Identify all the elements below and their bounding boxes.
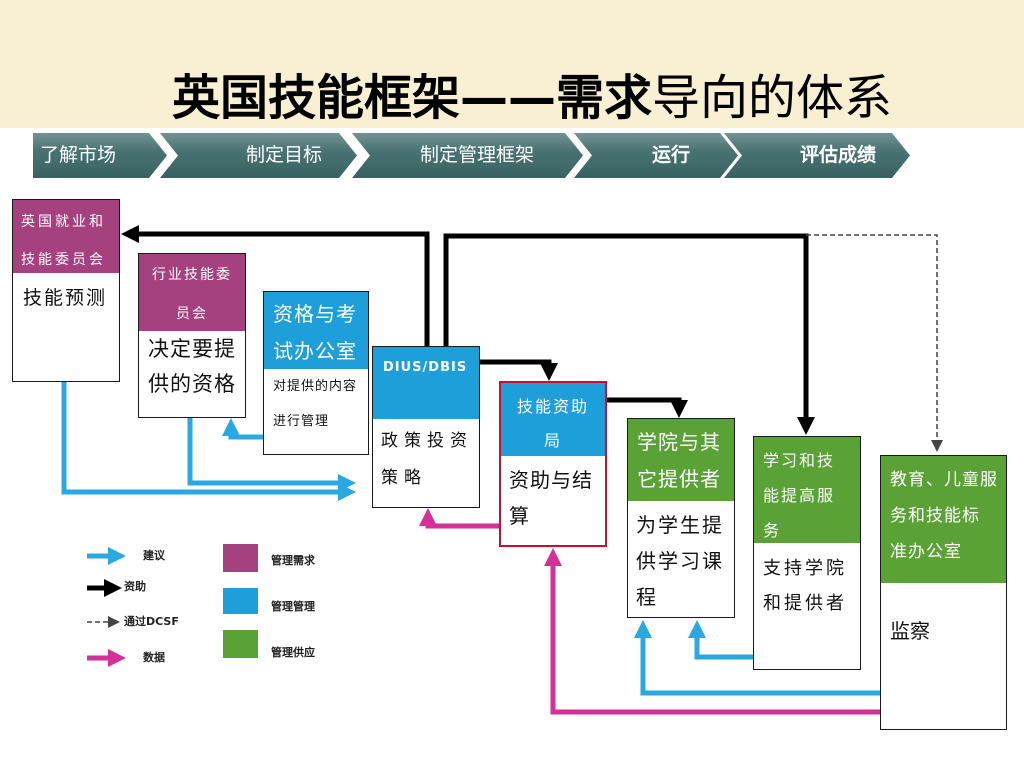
ukces-header: 英国就业和 技能委员会 <box>13 200 119 273</box>
process-step-management-framework: 制定管理框架 <box>352 133 583 178</box>
legend-demand-label: 管理需求 <box>271 554 315 567</box>
ofsted-box: 教育、儿童服 务和技能标 准办公室 监察 <box>880 455 1007 730</box>
funding-arrow-dius-to-sfa <box>480 359 558 381</box>
process-step-evaluate: 评估成绩 <box>724 133 910 178</box>
advice-arrow-ofqual-to-ssc <box>222 418 263 440</box>
slide-title: 英国技能框架——需求导向的体系 <box>172 70 892 126</box>
title-band <box>0 0 1024 128</box>
legend-data-label: 数据 <box>143 651 165 664</box>
ofqual-box: 资格与考 试办公室 对提供的内容 进行管理 <box>263 291 369 455</box>
process-step-understand-market: 了解市场 <box>33 133 167 178</box>
funding-arrow-sfa-to-providers <box>607 397 688 418</box>
dius-role: 政策投资 策略 <box>381 431 473 488</box>
legend-supply-label: 管理供应 <box>271 646 315 659</box>
lsis-role: 支持学院 和提供者 <box>763 558 847 614</box>
legend-dcsf-label: 通过DCSF <box>124 615 179 628</box>
legend-funding-label: 资助 <box>124 580 146 593</box>
ssc-box: 行业技能委 员会 决定要提 供的资格 <box>138 253 246 418</box>
ofsted-role: 监察 <box>890 619 930 643</box>
legend-advice-label: 建议 <box>143 549 165 562</box>
ukces-role: 技能预测 <box>23 287 108 309</box>
legend-regulation-swatch <box>223 588 258 614</box>
providers-box: 学院与其 它提供者 为学生提 供学习课 程 <box>627 418 735 618</box>
advice-arrow-lsis-to-providers <box>688 620 753 660</box>
process-step-operate: 运行 <box>574 133 738 178</box>
providers-role: 为学生提 供学习课 程 <box>636 513 724 609</box>
legend-demand-swatch <box>223 544 258 572</box>
ssc-header: 行业技能委 员会 <box>139 254 245 331</box>
ofqual-role: 对提供的内容 进行管理 <box>273 379 358 429</box>
ofsted-header: 教育、儿童服 务和技能标 准办公室 <box>881 456 1006 583</box>
legend-regulation-label: 管理管理 <box>271 600 315 613</box>
data-arrow-sfa-to-dius <box>419 508 499 529</box>
ukces-box: 英国就业和 技能委员会 技能预测 <box>12 199 120 382</box>
ofqual-header: 资格与考 试办公室 <box>264 292 368 369</box>
process-step-set-targets: 制定目标 <box>160 133 357 178</box>
legend-supply-swatch <box>223 630 258 658</box>
lsis-box: 学习和技 能提高服 务 支持学院 和提供者 <box>753 436 861 670</box>
lsis-header: 学习和技 能提高服 务 <box>754 437 860 543</box>
sfa-box: 技能资助 局 资助与结 算 <box>499 381 607 547</box>
sfa-role: 资助与结 算 <box>509 468 593 528</box>
dcsf-arrow-to-ofsted <box>806 234 943 452</box>
dius-header: DIUS/DBIS <box>373 347 479 419</box>
slide-title-normal: 导向的体系 <box>652 70 893 126</box>
sfa-header: 技能资助 局 <box>501 383 605 456</box>
slide-title-bold: 英国技能框架——需求 <box>172 70 653 126</box>
providers-header: 学院与其 它提供者 <box>628 419 734 501</box>
dius-box: DIUS/DBIS 政策投资 策略 <box>372 346 480 508</box>
ssc-role: 决定要提 供的资格 <box>148 337 236 396</box>
